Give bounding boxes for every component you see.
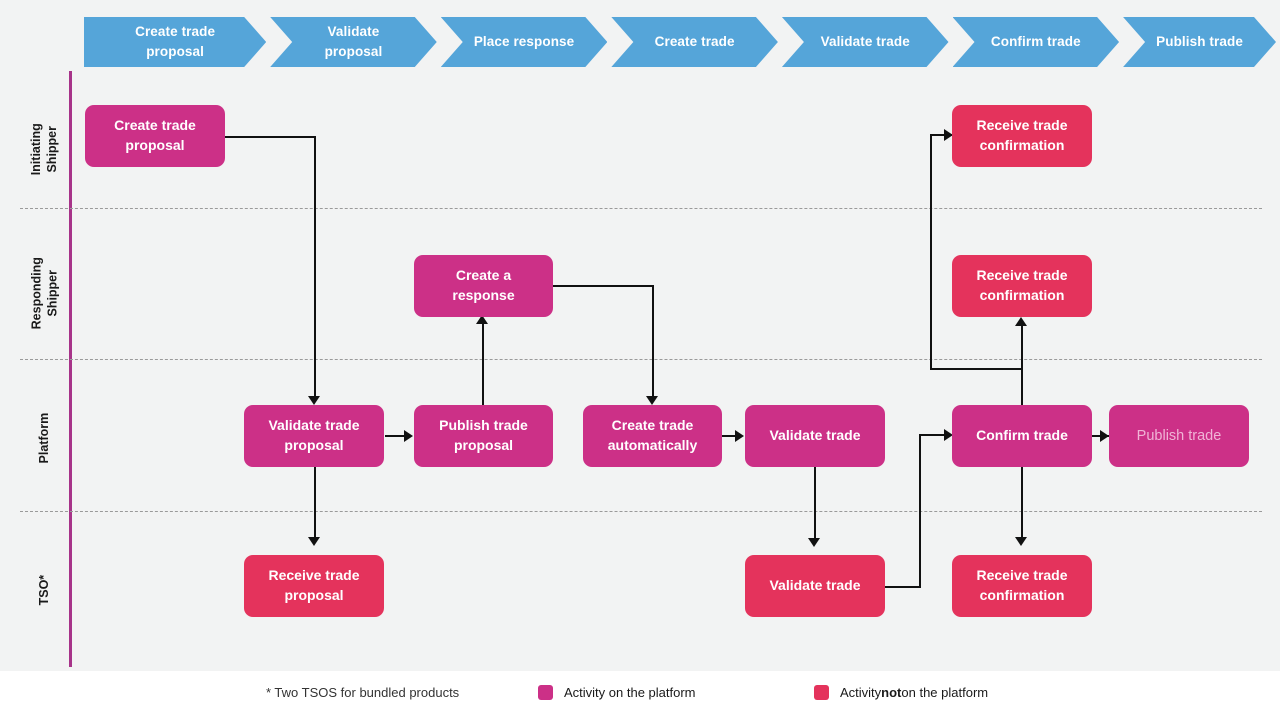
node-receive-trade-confirmation-initiating[interactable]: Receive trade confirmation	[952, 105, 1092, 167]
connector-line	[722, 435, 742, 437]
connector-line	[930, 368, 1022, 370]
process-step-confirm-trade[interactable]: Confirm trade	[953, 17, 1120, 67]
connector-line	[224, 136, 316, 138]
legend-footnote-text: * Two TSOS for bundled products	[266, 685, 460, 700]
connector-arrowhead	[808, 538, 820, 547]
connector-line	[385, 435, 405, 437]
node-receive-trade-confirmation-tso[interactable]: Receive trade confirmation	[952, 555, 1092, 617]
lane-label-tso: TSO*	[36, 574, 51, 606]
process-step-label: Validate trade	[820, 34, 910, 50]
process-step-label: Publish trade	[1156, 34, 1243, 50]
connector-line	[1021, 467, 1023, 539]
connector-arrowhead	[476, 315, 488, 324]
legend-swatch-on-platform-icon	[538, 685, 553, 700]
node-publish-trade[interactable]: Publish trade	[1109, 405, 1249, 467]
legend-label-off-platform-suffix: on the platform	[901, 685, 989, 700]
process-step-publish-trade[interactable]: Publish trade	[1123, 17, 1276, 67]
node-receive-trade-proposal[interactable]: Receive trade proposal	[244, 555, 384, 617]
process-step-label: Create trade	[654, 34, 735, 50]
connector-line	[885, 586, 921, 588]
node-validate-trade-platform[interactable]: Validate trade	[745, 405, 885, 467]
process-step-label: Place response	[473, 34, 575, 50]
node-create-a-response[interactable]: Create a response	[414, 255, 553, 317]
swimlane-spine	[69, 71, 73, 667]
connector-line	[930, 134, 952, 136]
node-create-trade-proposal[interactable]: Create trade proposal	[85, 105, 225, 167]
lane-label-initiating-shipper: Initiating Shipper	[28, 123, 59, 176]
lane-divider-2	[20, 359, 1262, 360]
connector-line	[919, 434, 951, 436]
lane-divider-3	[20, 511, 1262, 512]
process-step-label: Create trade proposal	[135, 24, 216, 59]
connector-line	[552, 285, 654, 287]
process-step-validate-trade[interactable]: Validate trade	[782, 17, 949, 67]
connector-line	[930, 134, 932, 370]
process-step-place-response[interactable]: Place response	[441, 17, 608, 67]
connector-arrowhead	[1015, 317, 1027, 326]
process-step-create-trade[interactable]: Create trade	[611, 17, 778, 67]
process-step-validate-proposal[interactable]: Validate proposal	[270, 17, 437, 67]
connector-arrowhead	[308, 396, 320, 405]
process-step-label: Confirm trade	[990, 34, 1081, 50]
connector-line	[814, 467, 816, 540]
connector-arrowhead	[735, 430, 744, 442]
node-validate-trade-proposal[interactable]: Validate trade proposal	[244, 405, 384, 467]
connector-arrowhead	[308, 537, 320, 546]
connector-line	[652, 285, 654, 398]
legend-footnote: * Two TSOS for bundled products	[266, 685, 459, 700]
legend-label-off-platform-strong: not	[881, 685, 902, 700]
legend-label-off-platform-prefix: Activity	[840, 685, 882, 700]
node-receive-trade-confirmation-responding[interactable]: Receive trade confirmation	[952, 255, 1092, 317]
connector-arrowhead	[944, 429, 953, 441]
connector-line	[919, 434, 921, 588]
node-confirm-trade[interactable]: Confirm trade	[952, 405, 1092, 467]
connector-arrowhead	[944, 129, 953, 141]
lane-label-responding-shipper: Responding Shipper	[29, 257, 60, 330]
process-step-create-trade-proposal[interactable]: Create trade proposal	[84, 17, 266, 67]
connector-line	[482, 322, 484, 407]
process-step-label: Validate proposal	[324, 24, 383, 59]
node-create-trade-automatically[interactable]: Create trade automatically	[583, 405, 722, 467]
connector-line	[314, 136, 316, 398]
legend-bar: * Two TSOS for bundled products Activity…	[0, 671, 1280, 720]
legend-item-on-platform: Activity on the platform	[538, 685, 696, 700]
node-validate-trade-tso[interactable]: Validate trade	[745, 555, 885, 617]
connector-arrowhead	[646, 396, 658, 405]
connector-line	[314, 467, 316, 539]
legend-swatch-off-platform-icon	[814, 685, 829, 700]
legend-item-off-platform: Activity not on the platform	[814, 685, 988, 700]
lane-divider-1	[20, 208, 1262, 209]
lane-label-platform: Platform	[36, 412, 51, 464]
connector-arrowhead	[1015, 537, 1027, 546]
connector-arrowhead	[404, 430, 413, 442]
process-step-bar: Create trade proposal Validate proposal …	[84, 17, 1280, 67]
node-publish-trade-proposal[interactable]: Publish trade proposal	[414, 405, 553, 467]
legend-label-on-platform: Activity on the platform	[564, 685, 696, 700]
connector-line	[1021, 325, 1023, 407]
connector-arrowhead	[1100, 430, 1109, 442]
